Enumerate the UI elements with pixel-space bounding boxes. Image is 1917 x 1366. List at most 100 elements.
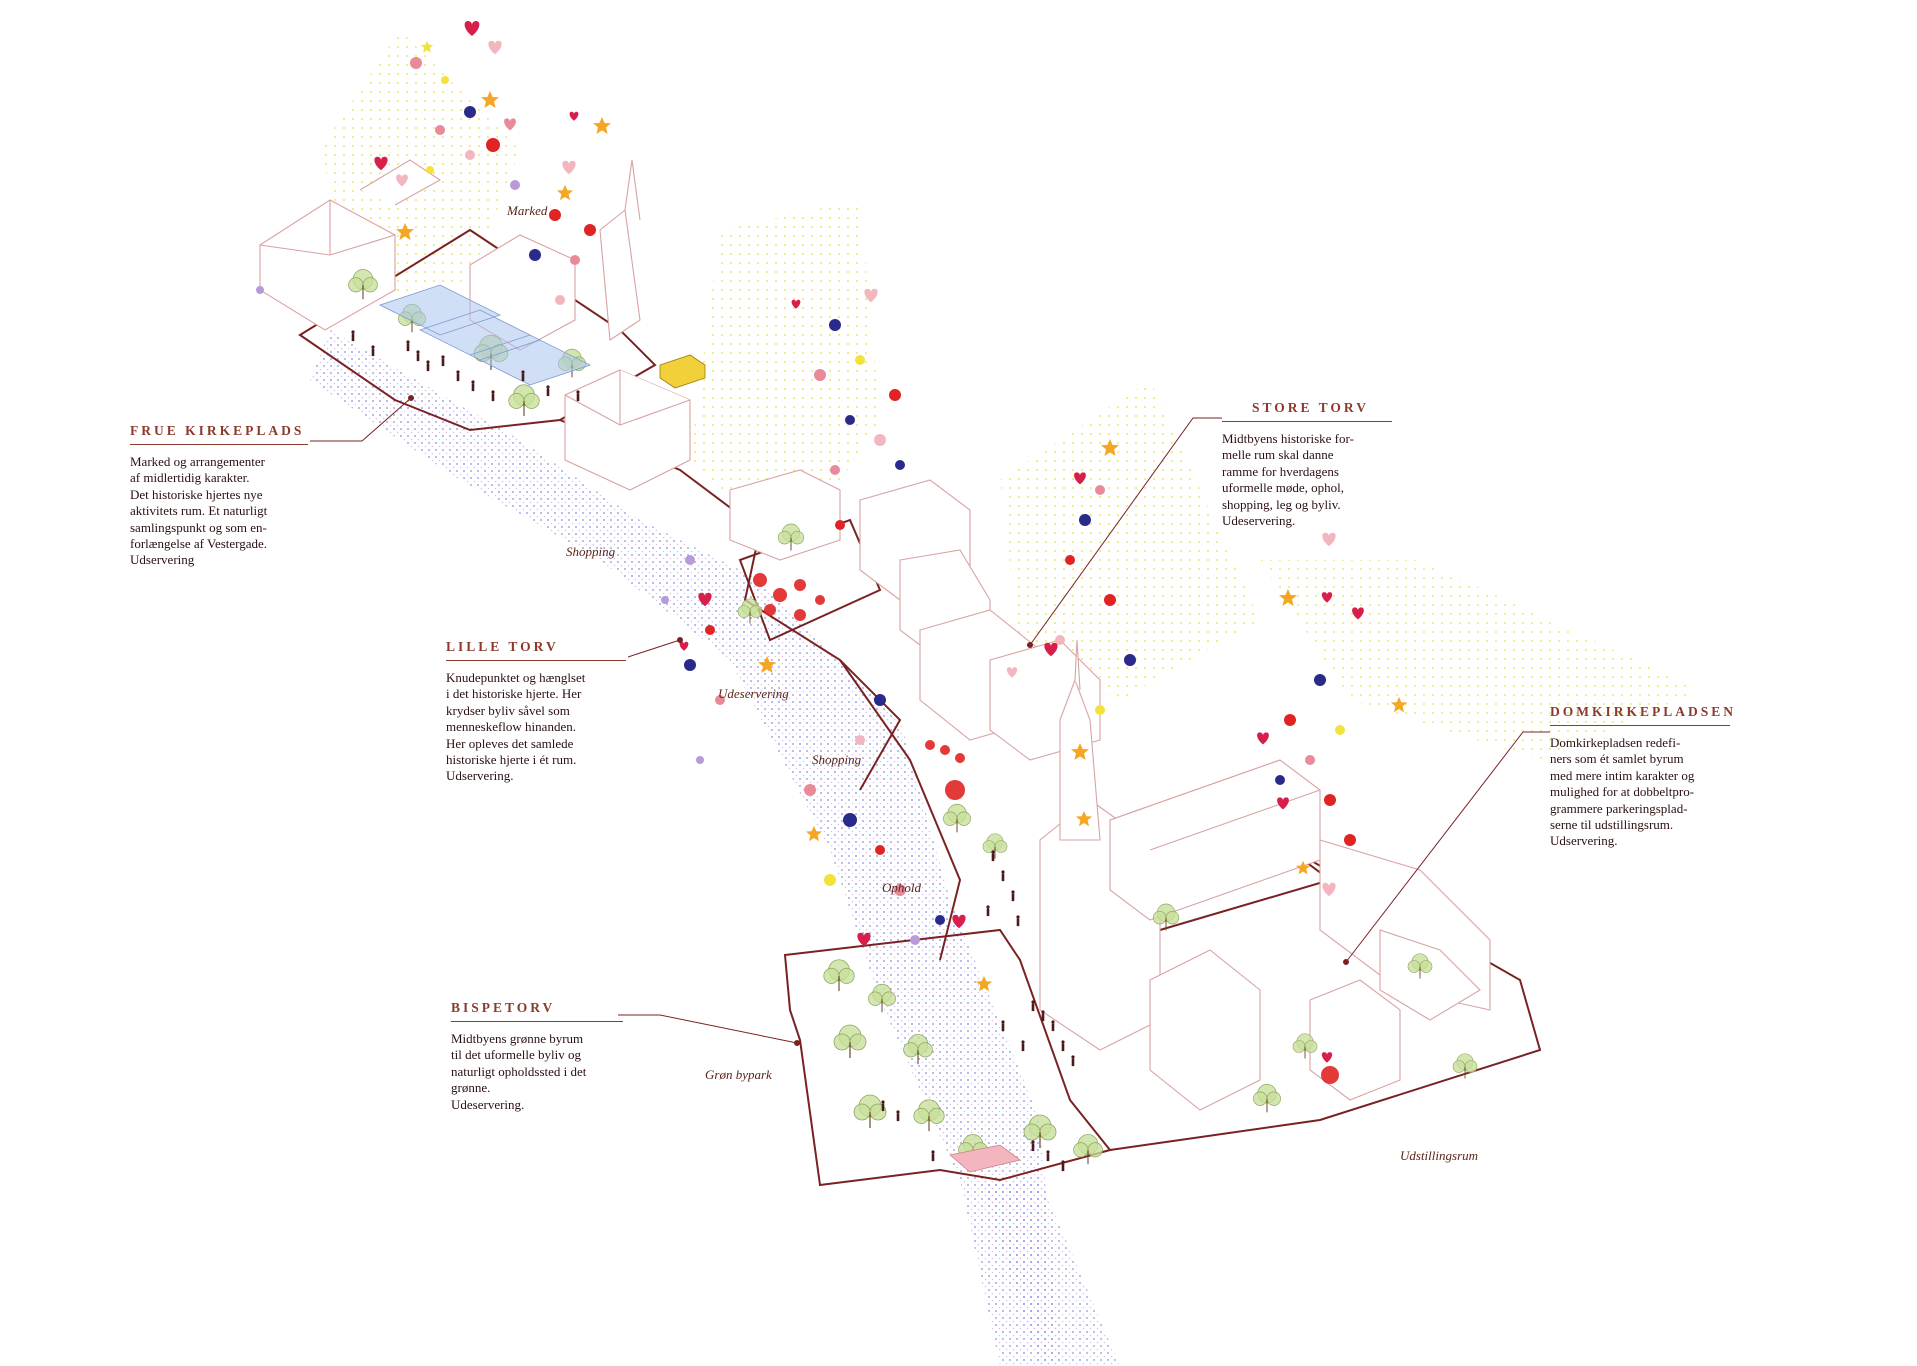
callout-title: FRUE KIRKEPLADS	[130, 423, 305, 438]
balloon-dot	[830, 465, 840, 475]
balloon-dot	[1324, 794, 1336, 806]
balloon-dot	[486, 138, 500, 152]
balloon-dot	[685, 555, 695, 565]
place-label-marked: Marked	[507, 203, 548, 218]
place-label-gron-bypark: Grøn bypark	[705, 1067, 772, 1082]
callout-rule	[1550, 725, 1730, 726]
outline-store-torv	[839, 659, 962, 961]
callout-rule	[1222, 421, 1392, 422]
outline-shopping-street	[559, 419, 902, 791]
star-icon	[593, 117, 611, 134]
heart-icon	[504, 118, 516, 131]
balloon-dot	[1095, 485, 1105, 495]
callout-rule	[130, 444, 308, 445]
balloon-dot	[696, 756, 704, 764]
yellow-dot-field-east	[1000, 380, 1260, 700]
callout-domkirkepladsen: DOMKIRKEPLADSEN Domkirkepladsen redefi- …	[1550, 704, 1733, 850]
balloon-dot	[1305, 755, 1315, 765]
building-domkirkepladsen-north	[1109, 759, 1321, 921]
place-label-udstillingsrum: Udstillingsrum	[1400, 1148, 1479, 1163]
balloon-dot	[705, 625, 715, 635]
balloon-dot	[845, 415, 855, 425]
balloon-dot	[935, 915, 945, 925]
balloon-dot	[1095, 705, 1105, 715]
leader-frue-kirkeplads	[310, 397, 412, 442]
leader-lines	[310, 395, 1550, 1046]
balloon-dot	[584, 224, 596, 236]
callout-title: BISPETORV	[451, 1000, 556, 1015]
heart-icon	[488, 40, 502, 55]
star-icon	[481, 91, 499, 108]
balloon-dot	[410, 57, 422, 69]
balloon-dot	[894, 884, 906, 896]
balloon-dot	[549, 209, 561, 221]
balloon-dot	[510, 180, 520, 190]
balloon-dot	[1124, 654, 1136, 666]
heart-icon	[1322, 532, 1336, 547]
place-label-shopping-2: Shopping	[812, 752, 862, 767]
blue-dot-flow	[310, 330, 1060, 1366]
place-label-shopping-1: Shopping	[566, 544, 616, 559]
balloon-dot	[889, 389, 901, 401]
leader-domkirkepladsen	[1345, 731, 1550, 963]
dot-fields	[310, 30, 1700, 1366]
balloon-dot	[814, 369, 826, 381]
balloon-dot	[874, 434, 886, 446]
balloon-dot	[855, 735, 865, 745]
balloon-dot	[1344, 834, 1356, 846]
red-umbrellas	[753, 573, 1339, 1084]
balloon-dot	[1284, 714, 1296, 726]
balloon-dot	[895, 460, 905, 470]
callout-title: LILLE TORV	[446, 639, 559, 654]
leader-store-torv	[1029, 417, 1222, 646]
callout-bispetorv: BISPETORV Midtbyens grønne byrum til det…	[451, 1000, 623, 1113]
balloon-dot	[570, 255, 580, 265]
balloon-dot	[1065, 555, 1075, 565]
balloon-dot	[715, 695, 725, 705]
balloon-dot	[875, 845, 885, 855]
callout-body: Midtbyens grønne byrum til det uformelle…	[451, 1031, 587, 1112]
balloon-dot	[855, 355, 865, 365]
bus	[659, 354, 706, 389]
callout-body: Marked og arrangementer af midlertidig k…	[130, 454, 268, 568]
callout-body: Domkirkepladsen redefi- ners som ét saml…	[1550, 735, 1695, 849]
balloon-dot	[824, 874, 836, 886]
leader-lille-torv	[627, 639, 681, 658]
yellow-dot-field-far-east	[1260, 560, 1700, 760]
building-frue-kirke-church	[469, 159, 641, 351]
balloon-dot	[804, 784, 816, 796]
balloon-dot	[1055, 635, 1065, 645]
balloon-dot	[1335, 725, 1345, 735]
heart-icon	[464, 21, 480, 36]
place-label-udeservering: Udeservering	[718, 686, 789, 701]
balloon-dot	[1079, 514, 1091, 526]
star-icon	[556, 184, 574, 201]
pink-pavilion	[949, 1144, 1021, 1173]
balloon-dot	[435, 125, 445, 135]
balloon-dot	[843, 813, 857, 827]
balloon-dot	[465, 150, 475, 160]
heart-icon	[1257, 732, 1269, 745]
callout-lille-torv: LILLE TORV Knudepunktet og hænglset i de…	[446, 639, 626, 785]
balloon-dot	[874, 694, 886, 706]
heart-icon	[562, 160, 576, 175]
balloon-dot	[555, 295, 565, 305]
callout-store-torv: STORE TORV Midtbyens historiske for- mel…	[1222, 400, 1392, 529]
balloon-dot	[1314, 674, 1326, 686]
balloon-dot	[684, 659, 696, 671]
balloon-dot	[529, 249, 541, 261]
heart-icon	[569, 111, 579, 121]
balloon-dot	[464, 106, 476, 118]
balloon-dot	[441, 76, 449, 84]
buildings	[259, 159, 1491, 1111]
outline-bispetorv	[783, 928, 1112, 1187]
balloon-dot	[426, 166, 434, 174]
star-icon	[420, 40, 434, 53]
heart-icon	[679, 641, 689, 651]
place-label-ophold: Ophold	[882, 880, 921, 895]
callout-rule	[451, 1021, 623, 1022]
callout-rule	[446, 660, 626, 661]
balloon-dot	[1275, 775, 1285, 785]
balloon-dot	[661, 596, 669, 604]
